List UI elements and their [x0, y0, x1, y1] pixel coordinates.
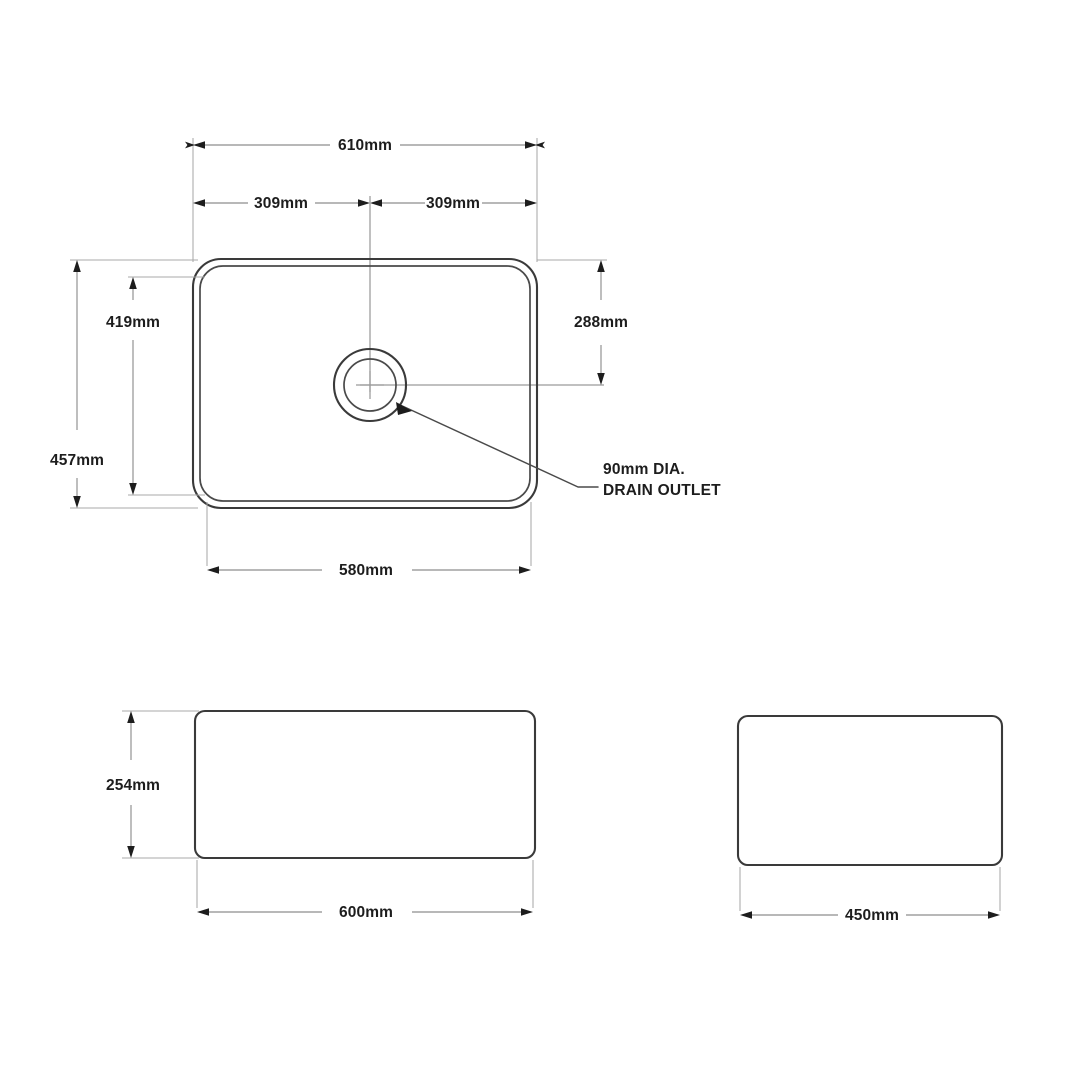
dim-450-label: 450mm	[845, 907, 899, 924]
dim-450-arrow-left	[740, 911, 752, 919]
dim-610-label: 610mm	[338, 137, 392, 154]
dimension-600mm: 600mm	[196, 860, 534, 921]
front-elevation-outline	[193, 709, 537, 860]
drain-inner-circle	[343, 358, 397, 412]
dim-580-arrow-left	[207, 566, 219, 574]
dimension-309mm-left: 309mm	[193, 195, 370, 212]
dim-254-arrow-bottom	[127, 846, 135, 858]
dim-610-arrow-left	[193, 141, 205, 149]
dim-457-arrow-top	[73, 260, 81, 272]
dim-600-arrow-left	[197, 908, 209, 916]
dim-288-arrow-top	[597, 260, 605, 272]
drain-leader-line	[397, 403, 599, 488]
dim-309l-arrow-right	[358, 199, 370, 207]
dimension-610mm: 610mm	[185, 137, 545, 154]
top-view-group: 610mm 309mm 309mm	[50, 137, 721, 579]
dimension-450mm: 450mm	[739, 867, 1001, 924]
dim-580-arrow-right	[519, 566, 531, 574]
dim-288-label: 288mm	[574, 314, 628, 331]
dim-309r-arrow-right	[525, 199, 537, 207]
side-elevation-group: 450mm	[736, 714, 1004, 924]
dim-450-arrow-right	[988, 911, 1000, 919]
dimension-457mm: 457mm	[50, 260, 104, 508]
dim-309r-arrow-left	[370, 199, 382, 207]
dim-419-label: 419mm	[106, 314, 160, 331]
sink-inner-bowl	[199, 265, 531, 502]
drain-note-line-2: DRAIN OUTLET	[603, 482, 721, 499]
dim-457-arrow-bottom	[73, 496, 81, 508]
dim-309-left-label: 309mm	[254, 195, 308, 212]
front-elevation-group: 254mm 600mm	[106, 709, 537, 921]
dimension-419mm: 419mm	[106, 277, 160, 495]
drain-note-line-1: 90mm DIA.	[603, 461, 685, 478]
dim-254-arrow-top	[127, 711, 135, 723]
dim-457-label: 457mm	[50, 452, 104, 469]
dim-254-label: 254mm	[106, 777, 160, 794]
dim-309l-arrow-left	[193, 199, 205, 207]
dim-600-arrow-right	[521, 908, 533, 916]
drain-leader-arrow	[396, 402, 412, 415]
dimension-580mm: 580mm	[206, 502, 532, 579]
dim-309-right-label: 309mm	[426, 195, 480, 212]
dimension-254mm: 254mm	[106, 711, 160, 858]
dim-288-arrow-bottom	[597, 373, 605, 385]
dim-600-label: 600mm	[339, 904, 393, 921]
dim-580-label: 580mm	[339, 562, 393, 579]
side-elevation-outline	[736, 714, 1004, 867]
dim-610-arrow-right	[525, 141, 537, 149]
dim-419-arrow-top	[129, 277, 137, 289]
dimension-288mm: 288mm	[537, 259, 628, 385]
dimension-309mm-right: 309mm	[370, 195, 537, 212]
sink-outer-rim	[191, 257, 539, 510]
drain-leader	[396, 402, 599, 488]
dim-419-arrow-bottom	[129, 483, 137, 495]
drain-outer-circle	[332, 347, 408, 423]
